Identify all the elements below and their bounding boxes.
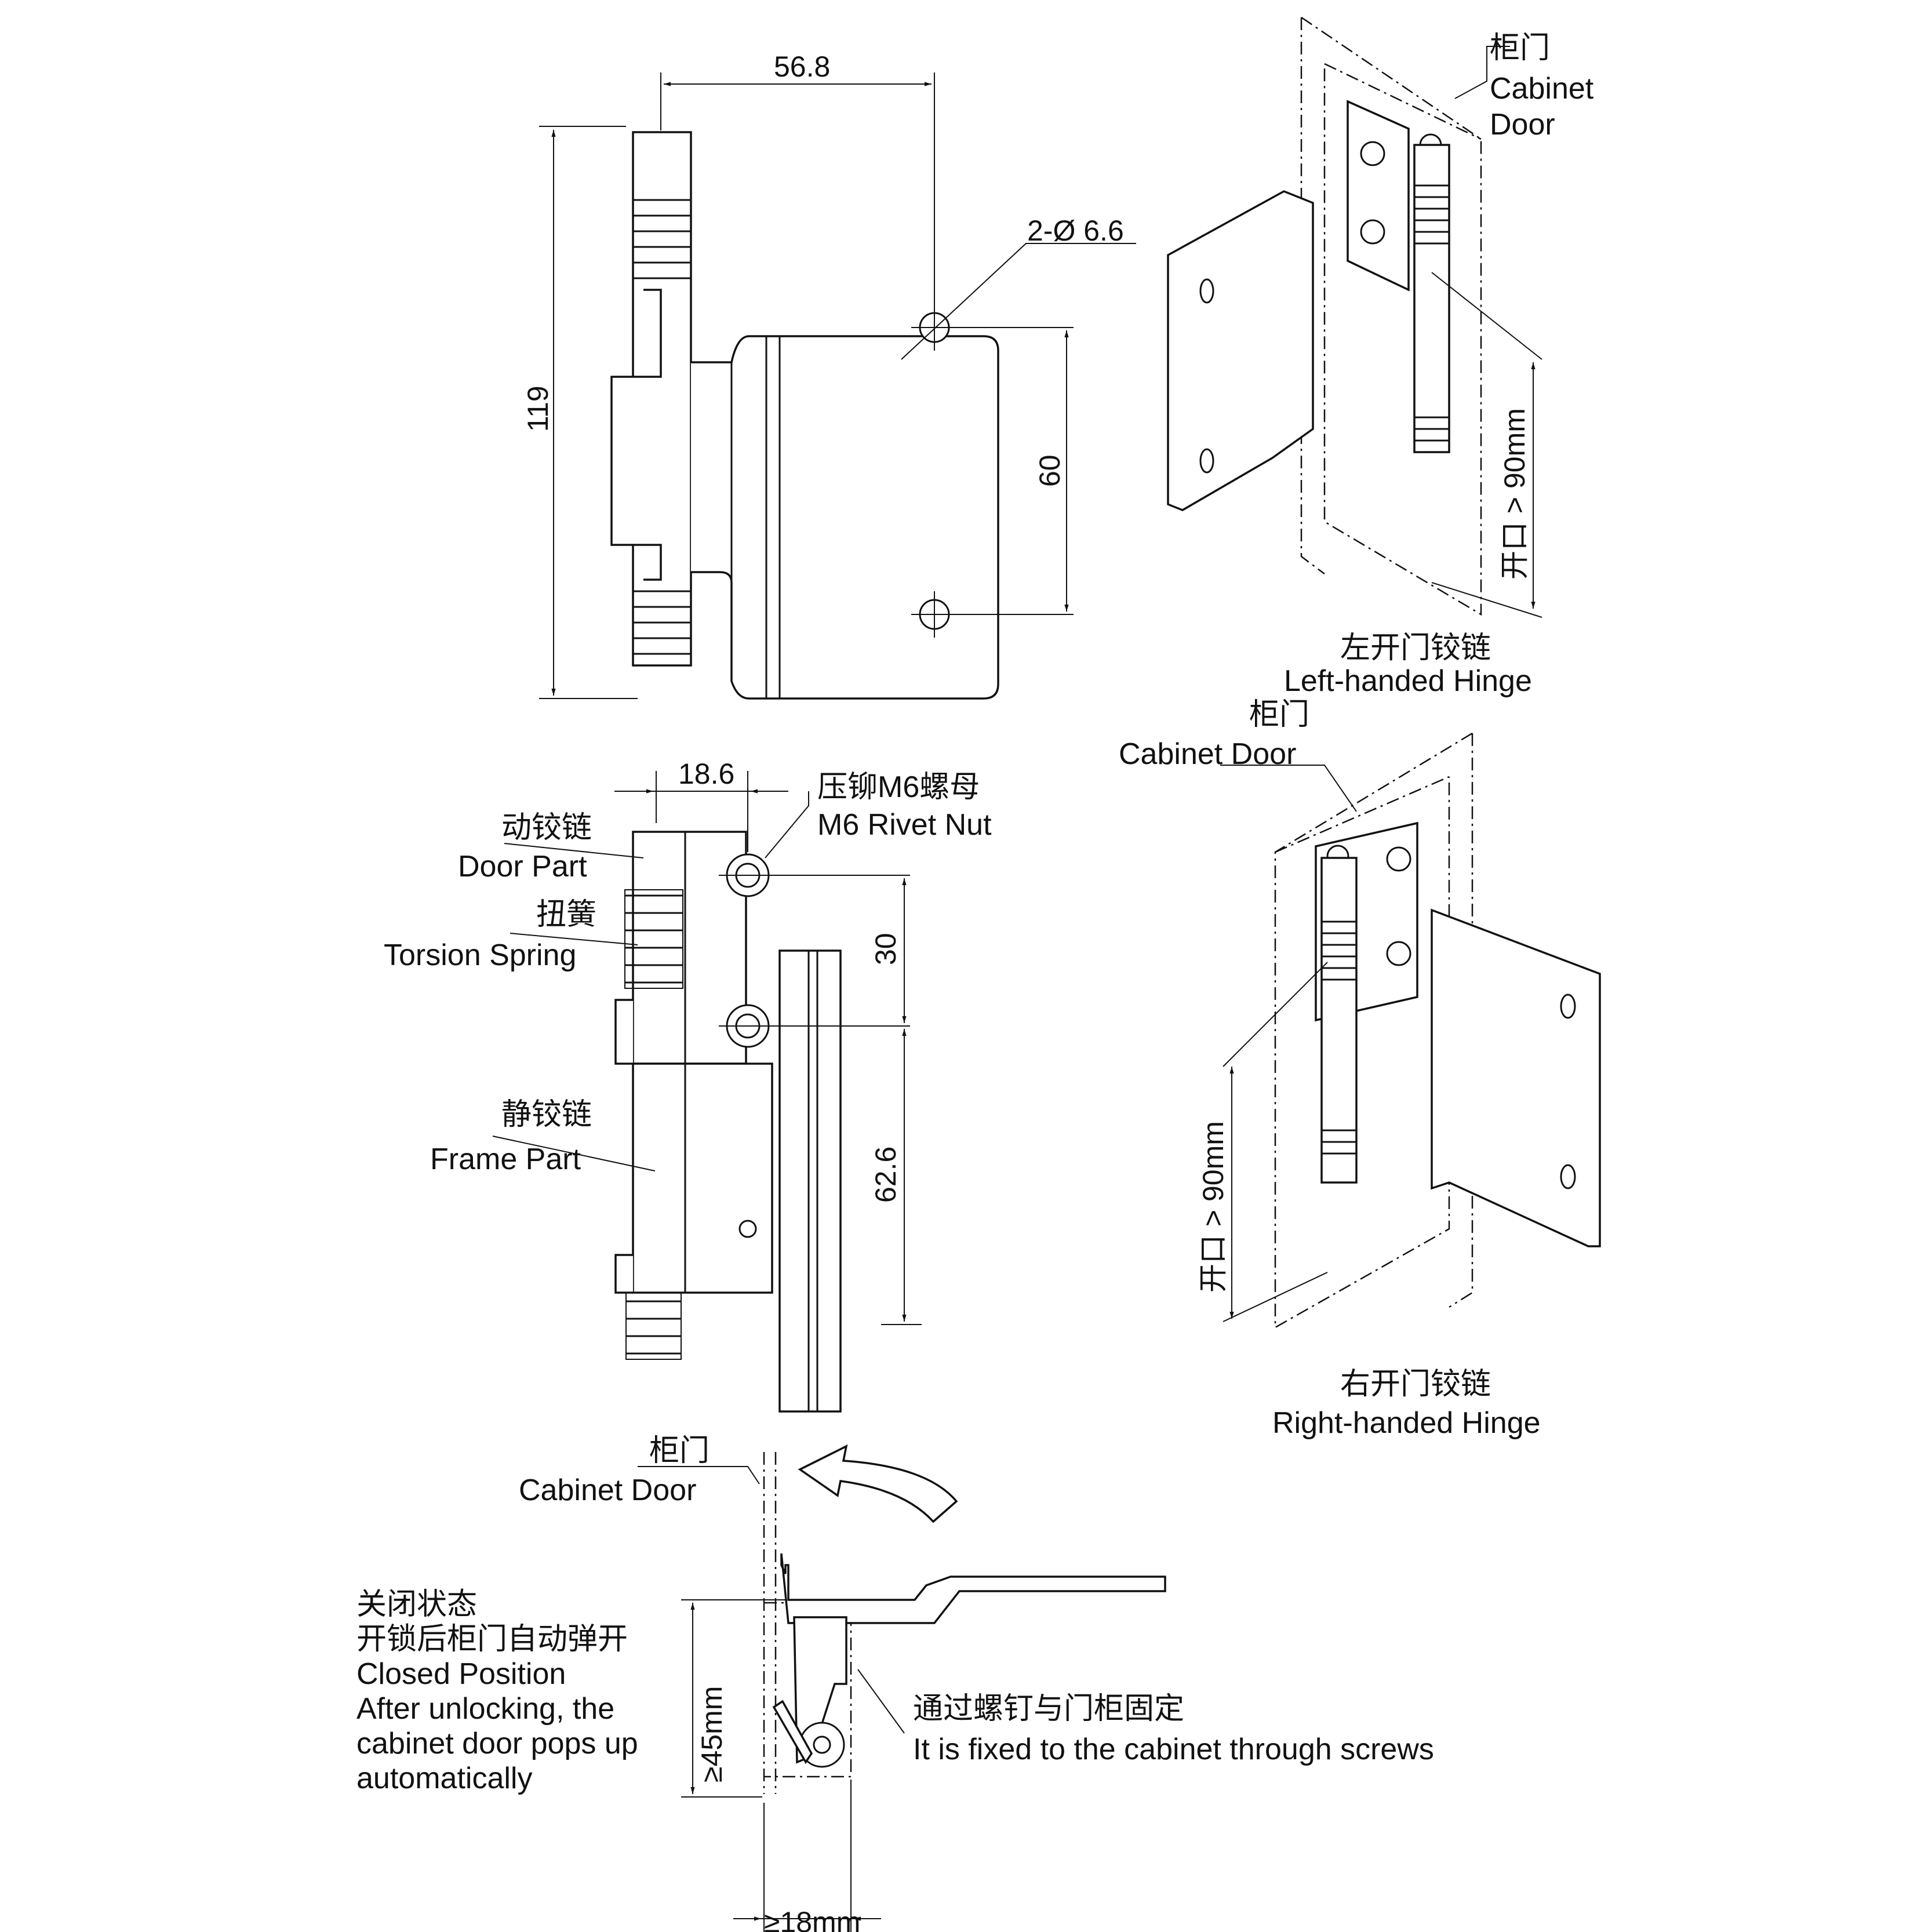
front-bottom-hole xyxy=(911,591,1074,638)
spring-arm xyxy=(772,1700,813,1764)
closed-door-cn-label: 柜门 xyxy=(649,1434,710,1468)
right-door-cn-label: 柜门 xyxy=(1249,698,1309,732)
left-opening-label: 开口 > 90mm xyxy=(1498,408,1531,580)
left-hinge-iso: 开口 > 90mm 柜门 Cabinet Door 左开门铰链 Left-han… xyxy=(1167,16,1594,698)
closed-position-view: ≥45mm ≥18mm 柜门 Cabinet Door 关闭状态 开锁后柜门自动… xyxy=(356,1434,1434,1932)
side-view: 18.6 30 62.6 压铆M6螺母 M6 Rivet Nut 动铰链 Doo… xyxy=(384,758,992,1413)
left-door-bracket xyxy=(1347,100,1410,292)
side-frame-part xyxy=(632,1063,773,1294)
offset-dim-label: 18.6 xyxy=(678,758,734,790)
door-part-en-label: Door Part xyxy=(458,850,587,883)
left-door-cn-label: 柜门 xyxy=(1490,31,1550,65)
width-dim-label: 56.8 xyxy=(774,50,830,83)
side-rivet-nut-top xyxy=(719,853,910,897)
closed-bracket xyxy=(793,1616,847,1764)
closed-state-en-3: cabinet door pops up xyxy=(356,1727,638,1760)
closed-state-cn-1: 关闭状态 xyxy=(356,1588,477,1621)
dim-30-label: 30 xyxy=(869,933,902,965)
right-mount-leaf xyxy=(1431,908,1601,1247)
front-view: 2-Ø 6.6 56.8 119 60 xyxy=(522,50,1136,700)
rivet-nut-cn-label: 压铆M6螺母 xyxy=(817,770,980,804)
fix-cn-label: 通过螺钉与门柜固定 xyxy=(913,1692,1184,1726)
closed-state-en-4: automatically xyxy=(356,1762,532,1795)
closed-state-en-1: Closed Position xyxy=(356,1657,566,1691)
front-top-spring xyxy=(633,199,691,279)
closed-state-en-2: After unlocking, the xyxy=(356,1692,614,1726)
spring-cn-label: 扭簧 xyxy=(536,898,596,932)
spring-en-label: Torsion Spring xyxy=(384,938,576,972)
closed-state-cn-2: 开锁后柜门自动弹开 xyxy=(356,1622,628,1656)
side-door-panel xyxy=(778,949,842,1413)
closed-door-dashed xyxy=(763,1452,777,1794)
left-hinge-title-en: Left-handed Hinge xyxy=(1284,664,1532,698)
front-door-leaf xyxy=(610,289,662,581)
dim-62-6-label: 62.6 xyxy=(869,1147,902,1203)
cabinet-door-arm xyxy=(780,1553,1166,1624)
front-bottom-spring xyxy=(633,590,691,655)
right-hinge-title-cn: 右开门铰链 xyxy=(1340,1367,1491,1401)
side-rivet-nut-bottom xyxy=(719,1004,910,1048)
door-part-cn-label: 动铰链 xyxy=(501,811,592,845)
hole-spacing-label: 60 xyxy=(1034,454,1066,487)
left-mount-leaf xyxy=(1167,190,1314,511)
right-opening-label: 开口 > 90mm xyxy=(1197,1121,1229,1293)
left-door-en-2-label: Door xyxy=(1490,108,1555,141)
closed-door-en-label: Cabinet Door xyxy=(519,1473,696,1507)
frame-part-cn-label: 静铰链 xyxy=(501,1098,592,1131)
height-dim-label: 119 xyxy=(522,385,554,432)
hole-spec-label: 2-Ø 6.6 xyxy=(1027,214,1124,247)
left-cabinet-door-outline xyxy=(1300,16,1482,616)
left-hinge-barrel xyxy=(1413,144,1450,453)
right-door-en-label: Cabinet Door xyxy=(1119,737,1296,771)
right-hinge-title-en: Right-handed Hinge xyxy=(1272,1406,1541,1440)
front-plate xyxy=(691,335,999,700)
right-hinge-iso: 开口 > 90mm 柜门 Cabinet Door 右开门铰链 Right-ha… xyxy=(1119,698,1601,1440)
rivet-nut-en-label: M6 Rivet Nut xyxy=(817,808,992,842)
left-door-en-1-label: Cabinet xyxy=(1490,72,1594,105)
open-arrow xyxy=(798,1444,958,1523)
right-hinge-barrel xyxy=(1320,857,1358,1184)
min-height-label: ≥45mm xyxy=(696,1686,728,1782)
fix-en-label: It is fixed to the cabinet through screw… xyxy=(913,1733,1434,1766)
side-torsion-spring xyxy=(624,889,683,989)
frame-part-en-label: Frame Part xyxy=(430,1143,581,1176)
left-hinge-title-cn: 左开门铰链 xyxy=(1340,631,1491,665)
min-width-label: ≥18mm xyxy=(764,1906,860,1932)
side-bottom-spring xyxy=(625,1292,682,1360)
